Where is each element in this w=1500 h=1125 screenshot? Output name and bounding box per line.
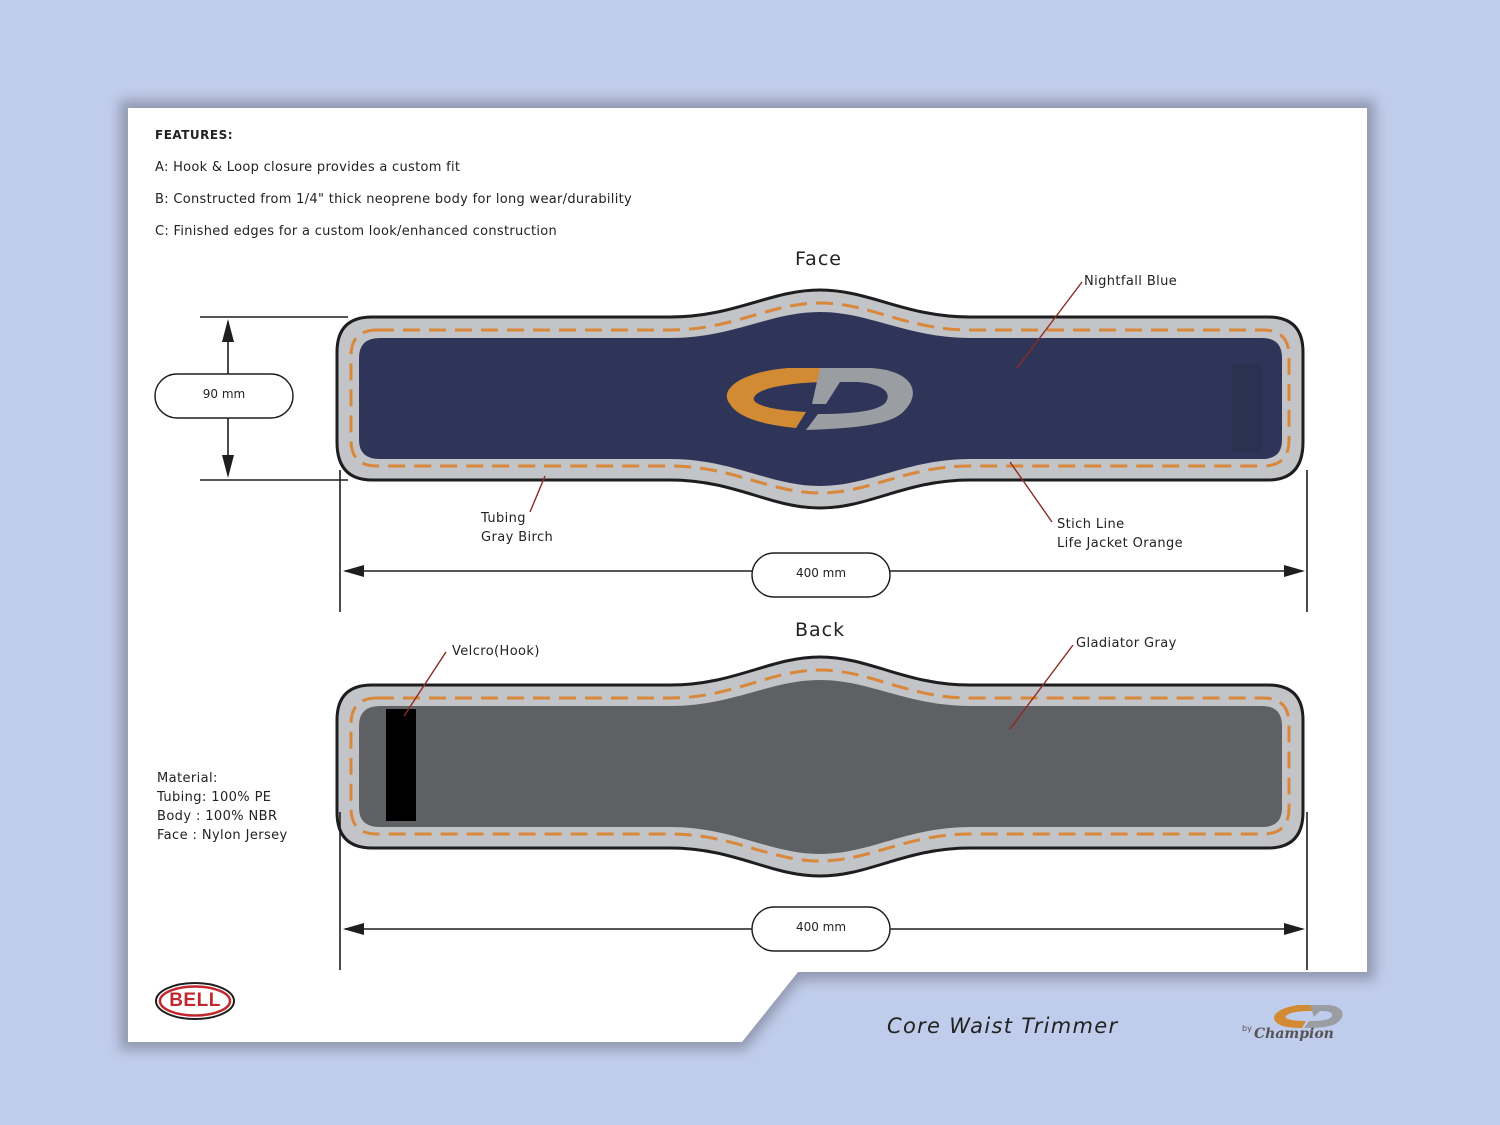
back-panel: [359, 680, 1282, 854]
back-title: Back: [795, 619, 846, 641]
cd-logo-icon: [726, 368, 913, 430]
callout-velcro-hook: Velcro(Hook): [452, 644, 540, 659]
product-title: Core Waist Trimmer: [887, 1014, 1119, 1038]
material-body: Body : 100% NBR: [157, 809, 278, 824]
face-width-label: 400 mm: [795, 566, 847, 580]
face-belt: [335, 288, 1305, 510]
champion-logo-icon: [1274, 1005, 1343, 1028]
face-title: Face: [795, 248, 842, 270]
champion-name: Champion: [1254, 1026, 1334, 1042]
back-callout-leaders: [403, 644, 1074, 730]
feature-a: A: Hook & Loop closure provides a custom…: [155, 160, 461, 175]
back-belt: [335, 655, 1305, 878]
velcro-hook-patch: [386, 709, 416, 821]
callout-gray-birch: Gray Birch: [481, 530, 554, 545]
bell-logo-text: BELL: [169, 990, 221, 1011]
face-width-dimension: [339, 470, 1308, 612]
features-title: FEATURES:: [155, 128, 234, 142]
feature-c: C: Finished edges for a custom look/enha…: [155, 224, 558, 239]
material-block: Material: Tubing: 100% PE Body : 100% NB…: [157, 769, 288, 845]
material-face: Face : Nylon Jersey: [157, 828, 288, 843]
callout-life-jacket-orange: Life Jacket Orange: [1057, 536, 1184, 551]
champion-by: by: [1242, 1024, 1252, 1033]
bell-logo: [155, 982, 235, 1020]
callout-tubing: Tubing: [481, 511, 526, 526]
callout-stitch-line: Stich Line: [1057, 517, 1125, 532]
callout-nightfall-blue: Nightfall Blue: [1084, 274, 1178, 289]
callout-gladiator-gray: Gladiator Gray: [1076, 636, 1177, 651]
face-callout-leaders: [529, 281, 1083, 523]
back-width-label: 400 mm: [795, 920, 847, 934]
card: [128, 108, 1367, 1042]
face-height-label: 90 mm: [202, 387, 246, 401]
material-heading: Material:: [157, 771, 218, 786]
face-belt-stitch: [349, 301, 1291, 495]
face-hook-patch: [1232, 364, 1262, 452]
material-tubing: Tubing: 100% PE: [157, 790, 272, 805]
feature-b: B: Constructed from 1/4" thick neoprene …: [155, 192, 633, 207]
face-height-dimension: [154, 316, 348, 481]
back-width-dimension: [339, 812, 1308, 970]
back-belt-stitch: [349, 668, 1291, 863]
